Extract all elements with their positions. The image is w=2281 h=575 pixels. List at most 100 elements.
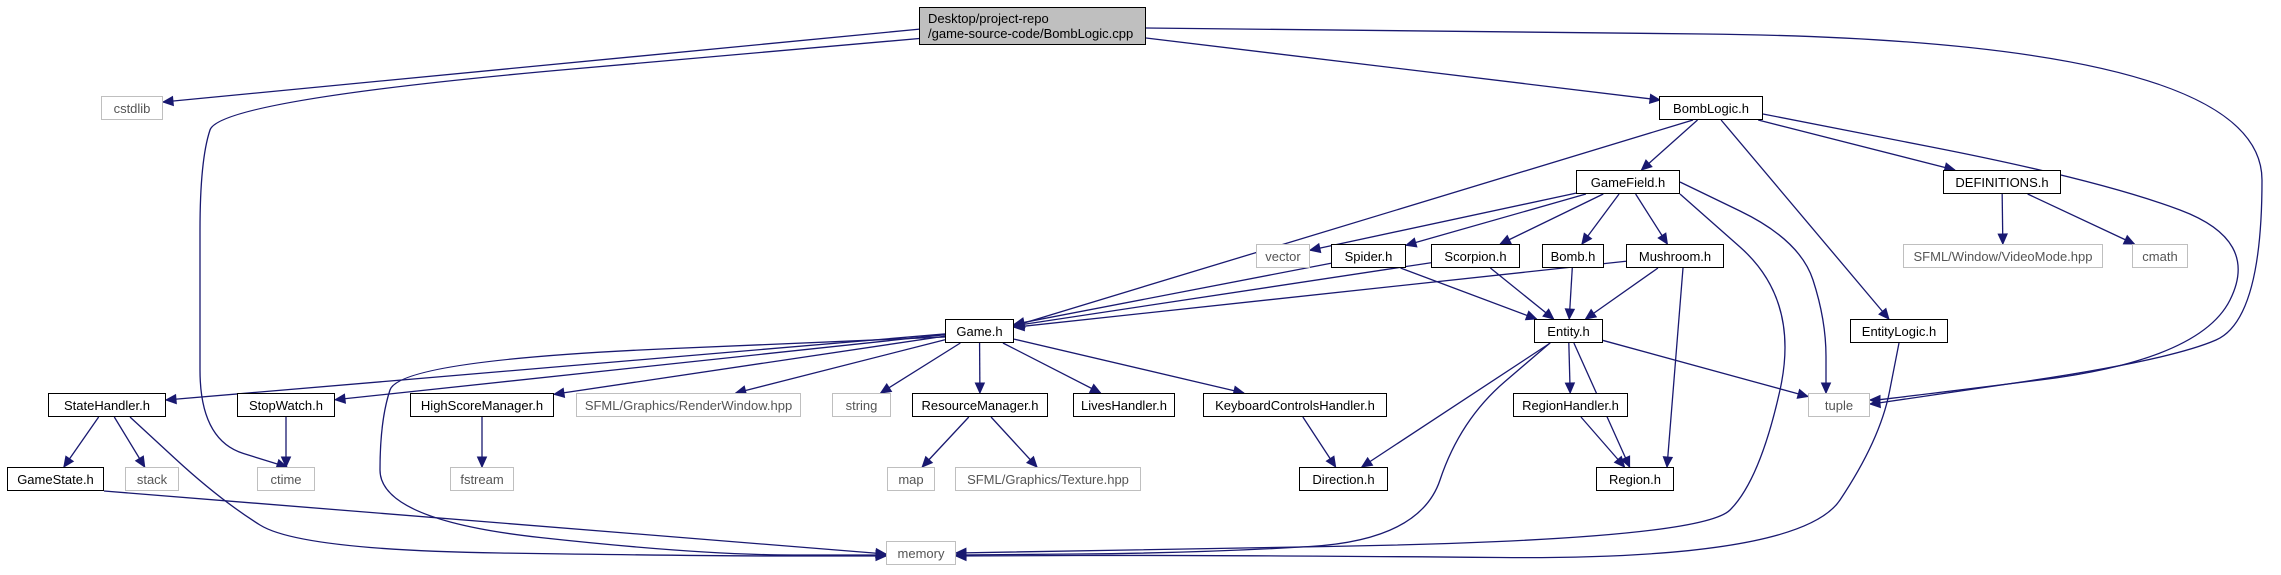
edge-statehandler-to-memory bbox=[129, 416, 886, 557]
edge-entity-to-tuple bbox=[1602, 339, 1809, 398]
edge-game-to-string bbox=[880, 342, 961, 394]
node-map: map bbox=[887, 467, 935, 491]
arrowhead-scorpion-to-entity bbox=[1542, 308, 1555, 320]
edge-gamefield-to-scorpion bbox=[1499, 193, 1604, 245]
arrowhead-game-to-statehandler bbox=[164, 393, 177, 405]
edge-game-to-lives bbox=[1002, 342, 1101, 394]
node-entity-h[interactable]: Entity.h bbox=[1534, 319, 1603, 343]
arrowhead-bomb-to-entity bbox=[1564, 308, 1576, 321]
node-region-h[interactable]: Region.h bbox=[1596, 467, 1674, 491]
arrowhead-gamestate-to-memory bbox=[875, 547, 888, 559]
edge-root-to-bomblogic bbox=[1145, 37, 1661, 101]
edge-definitions-to-cmath bbox=[2027, 193, 2135, 245]
arrowhead-regionhandler-to-region bbox=[1613, 455, 1626, 468]
edge-game-to-statehandler bbox=[165, 333, 946, 401]
arrowhead-entity-to-region bbox=[1620, 455, 1631, 469]
arrowhead-mushroom-to-region bbox=[1662, 456, 1674, 469]
node-highscoremanager-h[interactable]: HighScoreManager.h bbox=[410, 393, 554, 417]
edge-game-to-highscore bbox=[553, 335, 946, 395]
node-ctime: ctime bbox=[257, 467, 315, 491]
arrowhead-resource-to-map bbox=[921, 455, 934, 468]
node-gamestate-h[interactable]: GameState.h bbox=[7, 467, 104, 491]
node-scorpion-h[interactable]: Scorpion.h bbox=[1431, 244, 1520, 268]
node-entitylogic-h[interactable]: EntityLogic.h bbox=[1850, 319, 1948, 343]
edge-spider-to-game bbox=[1013, 262, 1332, 325]
arrowhead-bomblogic-to-gamefield bbox=[1640, 159, 1653, 171]
arrowhead-bomblogic-to-tuple bbox=[1868, 394, 1881, 406]
edge-game-to-memory bbox=[379, 336, 946, 556]
arrowhead-game-to-stopwatch bbox=[333, 393, 347, 404]
edge-bomblogic-to-gamefield bbox=[1641, 119, 1698, 171]
node-bomblogic-cpp-line2: /game-source-code/BombLogic.cpp bbox=[928, 26, 1134, 41]
node-bomb-h[interactable]: Bomb.h bbox=[1542, 244, 1604, 268]
node-resourcemanager-h[interactable]: ResourceManager.h bbox=[912, 393, 1048, 417]
arrowhead-game-to-highscore bbox=[552, 387, 566, 398]
arrowhead-resource-to-texture bbox=[1025, 455, 1038, 468]
edge-bomblogic-to-definitions bbox=[1758, 119, 1955, 171]
node-regionhandler-h[interactable]: RegionHandler.h bbox=[1513, 393, 1628, 417]
node-sfml-renderwindow: SFML/Graphics/RenderWindow.hpp bbox=[576, 393, 801, 417]
arrowhead-root-to-cstdlib bbox=[161, 95, 174, 107]
edge-bomblogic-to-entitylogic bbox=[1720, 119, 1890, 320]
arrowhead-mushroom-to-entity bbox=[1584, 308, 1598, 320]
node-liveshandler-h[interactable]: LivesHandler.h bbox=[1073, 393, 1175, 417]
node-definitions-h[interactable]: DEFINITIONS.h bbox=[1943, 170, 2061, 194]
arrowhead-highscore-to-fstream bbox=[476, 456, 488, 469]
node-sfml-videomode: SFML/Window/VideoMode.hpp bbox=[1903, 244, 2103, 268]
edge-mushroom-to-game bbox=[1013, 260, 1627, 328]
node-sfml-texture: SFML/Graphics/Texture.hpp bbox=[955, 467, 1141, 491]
arrowhead-spider-to-entity bbox=[1524, 310, 1538, 321]
node-keyboardcontrolshandler-h[interactable]: KeyboardControlsHandler.h bbox=[1203, 393, 1387, 417]
arrowhead-gamefield-to-spider bbox=[1404, 237, 1418, 248]
node-cmath: cmath bbox=[2132, 244, 2188, 268]
node-game-h[interactable]: Game.h bbox=[945, 319, 1014, 343]
node-string: string bbox=[832, 393, 891, 417]
edge-gamefield-to-tuple bbox=[1679, 181, 1827, 393]
arrowhead-entity-to-tuple bbox=[1796, 388, 1810, 399]
edge-gamestate-to-memory bbox=[103, 490, 887, 555]
arrowhead-game-to-resource bbox=[974, 382, 986, 395]
edge-scorpion-to-entity bbox=[1489, 267, 1555, 320]
edge-regionhandler-to-region bbox=[1580, 416, 1626, 468]
edge-root-to-cstdlib bbox=[162, 28, 922, 103]
edge-entity-to-direction bbox=[1361, 342, 1551, 468]
node-stopwatch-h[interactable]: StopWatch.h bbox=[237, 393, 335, 417]
node-cstdlib: cstdlib bbox=[101, 96, 163, 120]
edge-resource-to-map bbox=[921, 416, 970, 468]
node-gamefield-h[interactable]: GameField.h bbox=[1576, 170, 1680, 194]
edge-entitylogic-to-memory bbox=[955, 342, 1900, 559]
node-statehandler-h[interactable]: StateHandler.h bbox=[48, 393, 166, 417]
edge-scorpion-to-game bbox=[1013, 262, 1432, 327]
edge-gamefield-to-vector bbox=[1309, 192, 1577, 251]
arrowhead-bomblogic-to-entitylogic bbox=[1878, 307, 1890, 320]
arrowhead-gamefield-to-mushroom bbox=[1657, 232, 1669, 246]
node-tuple: tuple bbox=[1808, 393, 1870, 417]
node-direction-h[interactable]: Direction.h bbox=[1299, 467, 1388, 491]
edge-resource-to-texture bbox=[990, 416, 1038, 468]
node-memory: memory bbox=[886, 541, 956, 565]
arrowhead-definitions-to-cmath bbox=[2122, 234, 2136, 245]
arrowhead-root-to-bomblogic bbox=[1648, 93, 1662, 104]
edge-game-to-keyboard bbox=[1013, 338, 1244, 394]
arrowhead-gamefield-to-tuple bbox=[1820, 382, 1832, 395]
arrowhead-entitylogic-to-memory bbox=[954, 550, 967, 562]
arrowhead-game-to-string bbox=[879, 382, 893, 394]
edge-root-to-ctime bbox=[199, 37, 926, 468]
arrowhead-gamefield-to-bomb bbox=[1581, 232, 1593, 245]
node-spider-h[interactable]: Spider.h bbox=[1331, 244, 1406, 268]
node-mushroom-h[interactable]: Mushroom.h bbox=[1626, 244, 1724, 268]
arrowhead-entity-to-regionhandler bbox=[1564, 382, 1576, 395]
edge-gamefield-to-memory bbox=[955, 193, 1786, 554]
edge-game-to-stopwatch bbox=[334, 334, 946, 401]
arrowhead-stopwatch-to-ctime bbox=[280, 456, 292, 469]
node-stack: stack bbox=[125, 467, 179, 491]
edge-gamefield-to-spider bbox=[1405, 193, 1587, 246]
node-bomblogic-h[interactable]: BombLogic.h bbox=[1659, 96, 1763, 120]
node-fstream: fstream bbox=[450, 467, 514, 491]
arrowhead-definitions-to-videomode bbox=[1997, 233, 2008, 246]
edge-spider-to-entity bbox=[1400, 267, 1537, 320]
arrowhead-statehandler-to-gamestate bbox=[63, 455, 75, 469]
edge-mushroom-to-region bbox=[1666, 267, 1684, 468]
node-bomblogic-cpp[interactable]: Desktop/project-repo /game-source-code/B… bbox=[919, 7, 1146, 45]
